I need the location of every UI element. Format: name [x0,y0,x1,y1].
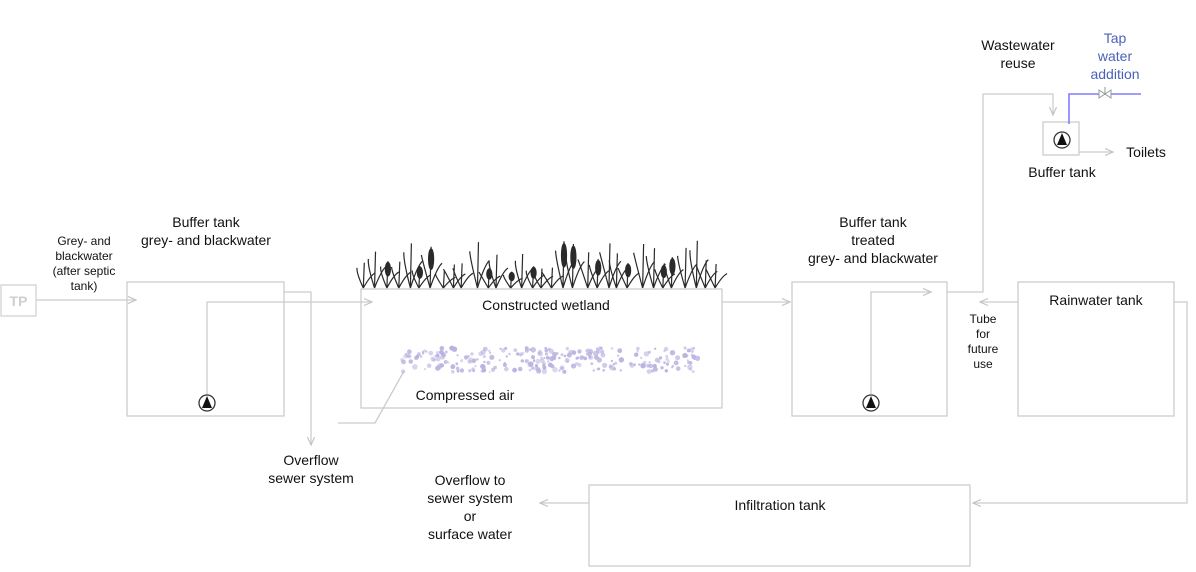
pipe-buffer1-riser [206,302,372,396]
pipe-rainwater-overflow [973,301,1188,503]
pump-icon [1053,131,1071,149]
tp-label: TP [9,293,28,309]
pipe-compressed-air [338,370,405,424]
tap-valve-icon [1098,87,1112,99]
toilets-label: Toilets [1126,144,1166,160]
buffer-tank-raw [126,281,285,417]
wetland-label: Constructed wetland [482,297,610,313]
wetland-plants-icon [356,240,728,289]
pump-icon [198,394,216,412]
buffer-tank-toilets [1042,121,1080,156]
aeration-bubbles [400,345,701,375]
buffer-tank-toilets-label: Buffer tank [1028,164,1096,180]
pipe-buffer2-riser [870,292,931,394]
pipe-overflow-sewer [284,291,311,445]
rainwater-tank [1017,281,1175,417]
tap-water-pipe [1068,93,1141,124]
buffer-tank-treated [791,281,948,417]
rainwater-tank-label: Rainwater tank [1049,292,1143,308]
pipe-wastewater-reuse [947,93,1053,293]
infiltration-tank-label: Infiltration tank [734,497,826,513]
compressed-air-label: Compressed air [415,387,515,403]
constructed-wetland-basin [360,288,723,409]
infiltration-tank [588,484,971,567]
pump-icon [862,394,880,412]
tp-box [0,284,37,317]
